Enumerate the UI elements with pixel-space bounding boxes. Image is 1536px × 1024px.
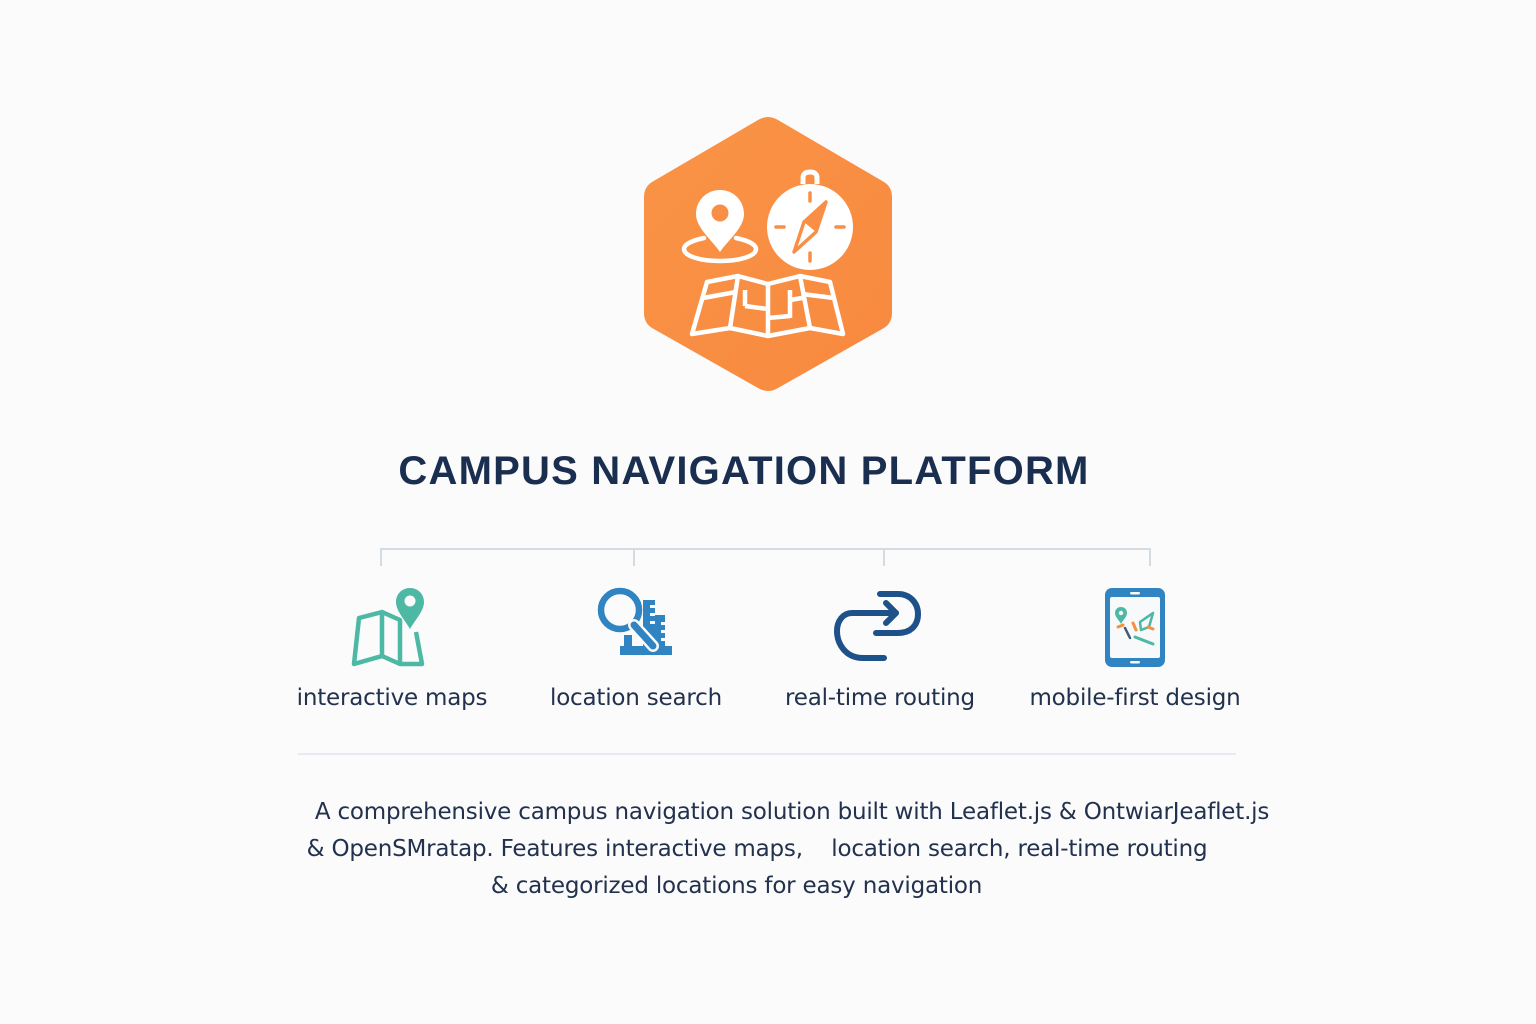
map-pin-icon <box>681 190 759 264</box>
description-line: & OpenSMratap. Features interactive maps… <box>306 836 1208 862</box>
tablet-map-icon <box>1105 588 1165 667</box>
page-title: CAMPUS NAVIGATION PLATFORM <box>398 449 1090 493</box>
feature-location-search: location search <box>506 580 766 712</box>
map-with-pin-icon <box>351 588 425 667</box>
feature-label: real-time routing <box>785 685 975 711</box>
feature-interactive-maps: interactive maps <box>262 580 522 712</box>
route-arrow-icon <box>834 591 921 661</box>
connector-tick <box>1149 548 1151 566</box>
folded-map-icon <box>689 273 846 339</box>
feature-label: location search <box>550 685 722 711</box>
feature-connector-line <box>381 548 1151 550</box>
description-paragraph: A comprehensive campus navigation soluti… <box>230 794 1340 905</box>
compass-icon <box>767 169 853 270</box>
feature-mobile-first-design: mobile-first design <box>1005 580 1265 712</box>
description-line: & categorized locations for easy navigat… <box>490 873 983 899</box>
hexagon-shape <box>644 117 892 391</box>
connector-tick <box>633 548 635 566</box>
divider <box>298 753 1236 755</box>
app-logo <box>640 110 896 396</box>
feature-label: mobile-first design <box>1029 685 1241 711</box>
connector-tick <box>380 548 382 566</box>
description-line: A comprehensive campus navigation soluti… <box>314 799 1270 825</box>
connector-tick <box>883 548 885 566</box>
feature-real-time-routing: real-time routing <box>750 580 1010 712</box>
magnifier-building-icon <box>597 587 672 655</box>
feature-label: interactive maps <box>296 685 488 711</box>
